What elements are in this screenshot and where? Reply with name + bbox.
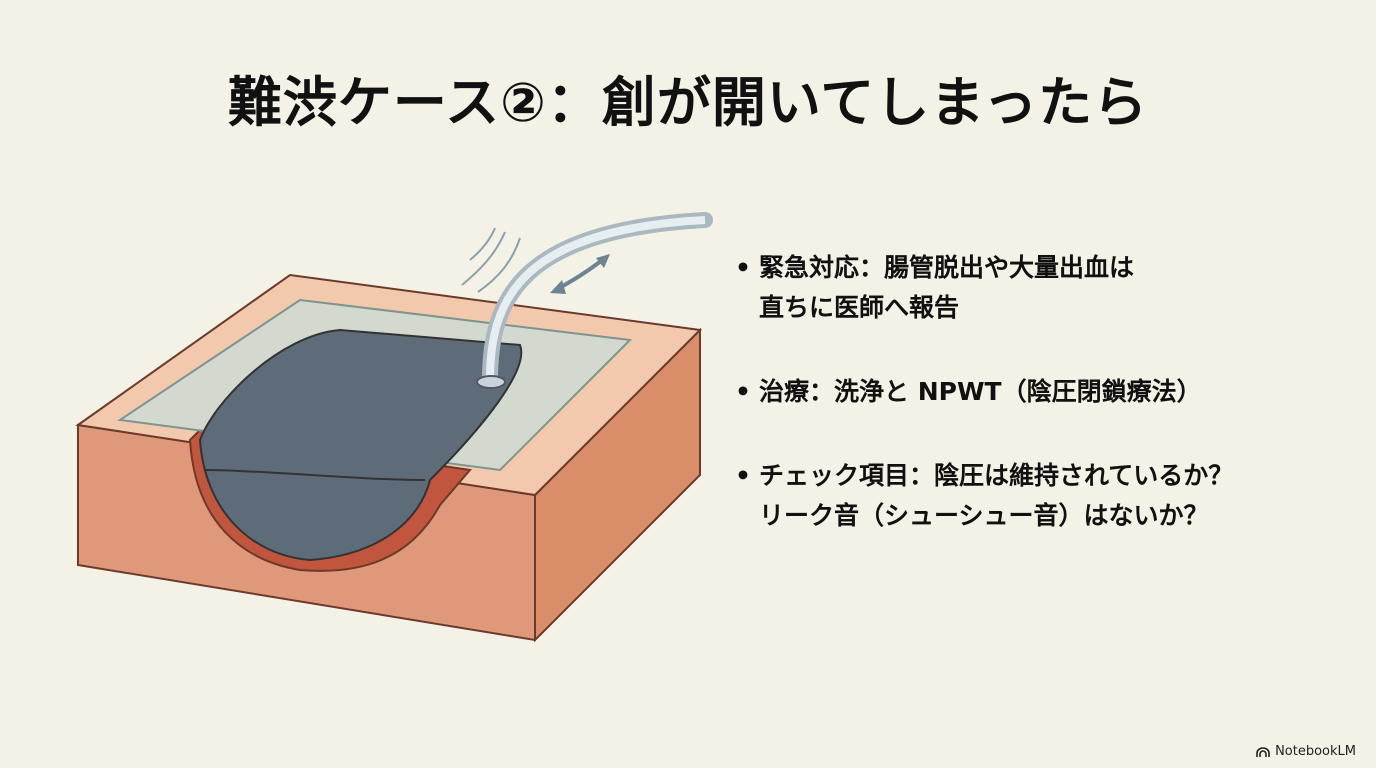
bullet-emergency: • 緊急対応：腸管脱出や大量出血は 直ちに医師へ報告	[735, 248, 1355, 328]
bullet-line: 直ちに医師へ報告	[759, 293, 960, 322]
bullet-line: チェック項目：陰圧は維持されているか？	[759, 461, 1234, 490]
slide-title: 難渋ケース②：創が開いてしまったら	[227, 71, 1149, 134]
notebooklm-logo-icon	[1256, 746, 1270, 757]
bullet-dot: •	[735, 253, 751, 282]
bullet-list: • 緊急対応：腸管脱出や大量出血は 直ちに医師へ報告 • 治療：洗浄と NPWT…	[735, 248, 1355, 580]
bullet-line: 緊急対応：腸管脱出や大量出血は	[759, 253, 1135, 282]
bullet-line: 治療：洗浄と NPWT（陰圧閉鎖療法）	[759, 377, 1202, 406]
bullet-checklist: • チェック項目：陰圧は維持されているか？ リーク音（シューシュー音）はないか？	[735, 456, 1355, 536]
airflow-lines-icon	[461, 227, 521, 293]
notebooklm-logo: NotebookLM	[1256, 744, 1356, 759]
foam-dressing	[198, 328, 523, 562]
bullet-treatment: • 治療：洗浄と NPWT（陰圧閉鎖療法）	[735, 372, 1355, 412]
bullet-dot: •	[735, 461, 751, 490]
bullet-line: リーク音（シューシュー音）はないか？	[759, 501, 1209, 530]
tube-connector	[476, 375, 506, 389]
bullet-dot: •	[735, 377, 751, 406]
logo-text: NotebookLM	[1275, 744, 1356, 759]
npwt-wound-illustration	[75, 212, 713, 643]
